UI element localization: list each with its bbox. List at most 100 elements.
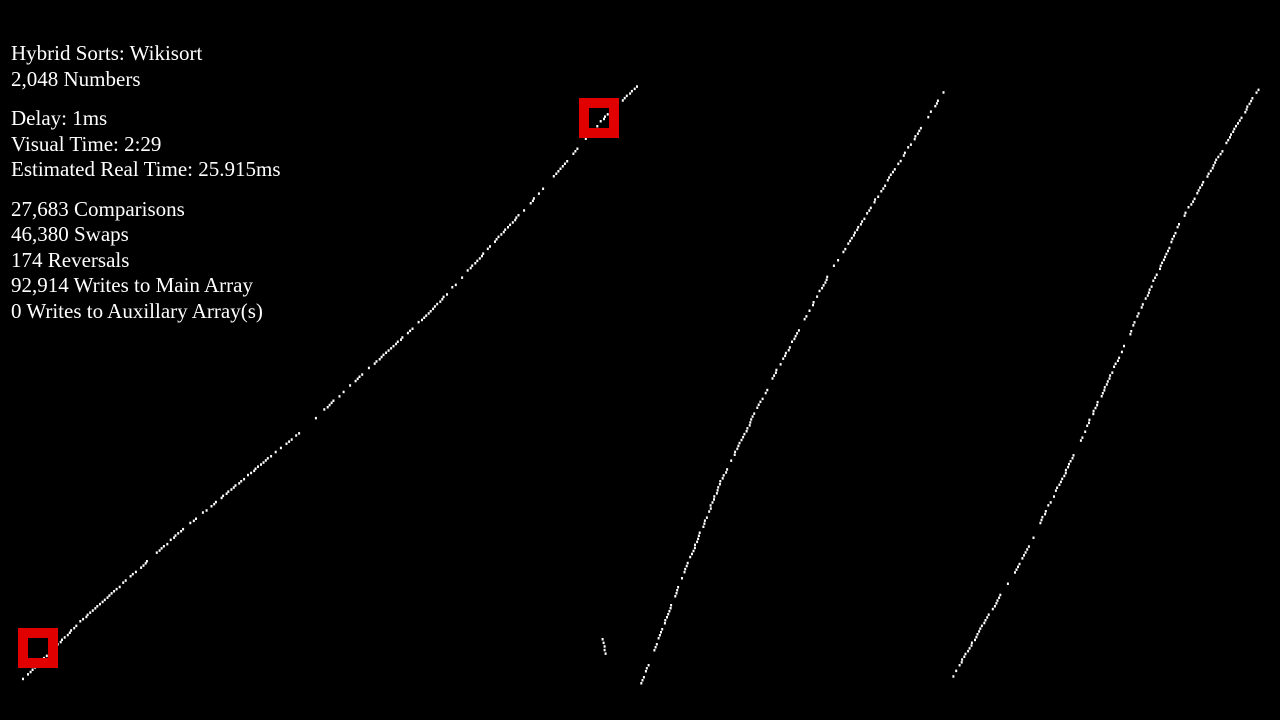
array-element-dot xyxy=(623,96,626,100)
array-element-dot xyxy=(563,162,566,165)
array-element-dot xyxy=(1123,344,1125,348)
array-element-dot xyxy=(1021,557,1024,560)
array-element-dot xyxy=(1141,303,1144,306)
array-element-dot xyxy=(295,434,298,437)
array-element-dot xyxy=(725,471,728,474)
array-element-dot xyxy=(509,223,512,227)
array-element-dot xyxy=(976,633,979,636)
array-element-dot xyxy=(693,546,696,550)
array-element-dot xyxy=(1240,116,1243,120)
array-element-dot xyxy=(115,587,118,591)
array-element-dot xyxy=(1209,169,1212,173)
array-element-dot xyxy=(708,510,711,513)
array-element-dot xyxy=(230,488,233,491)
array-element-dot xyxy=(441,298,444,301)
array-element-dot xyxy=(749,421,752,424)
array-element-dot xyxy=(555,172,558,175)
array-element-dot xyxy=(140,566,143,569)
array-element-dot xyxy=(338,395,341,398)
array-element-dot xyxy=(1017,565,1019,569)
array-element-dot xyxy=(1244,111,1247,114)
array-element-dot xyxy=(963,655,966,658)
array-element-dot xyxy=(511,221,514,224)
array-element-dot xyxy=(852,234,855,237)
array-element-dot xyxy=(59,640,62,644)
array-element-dot xyxy=(454,283,457,287)
array-element-dot xyxy=(861,220,864,223)
array-element-dot xyxy=(1044,512,1047,516)
array-element-dot xyxy=(502,230,505,234)
array-element-dot xyxy=(784,354,787,358)
array-element-dot xyxy=(696,540,699,544)
array-element-dot xyxy=(1079,439,1082,442)
array-element-dot xyxy=(968,647,971,650)
array-element-dot xyxy=(782,357,785,360)
array-element-dot xyxy=(1155,273,1158,276)
array-element-dot xyxy=(401,336,404,339)
array-element-dot xyxy=(1233,127,1236,131)
array-element-dot xyxy=(247,473,249,477)
array-element-dot xyxy=(821,286,824,290)
array-element-dot xyxy=(1044,510,1047,513)
array-element-dot xyxy=(1235,124,1237,128)
array-element-dot xyxy=(713,495,716,498)
array-element-dot xyxy=(703,519,706,522)
array-element-dot xyxy=(189,521,192,525)
array-element-dot xyxy=(918,129,921,133)
array-element-dot xyxy=(557,170,560,173)
aux-writes-count: 0 Writes to Auxillary Array(s) xyxy=(11,298,263,323)
array-element-dot xyxy=(478,257,481,260)
array-element-dot xyxy=(1116,359,1119,362)
array-element-dot xyxy=(986,616,989,619)
array-element-dot xyxy=(1015,568,1018,571)
array-element-dot xyxy=(709,507,712,510)
array-element-dot xyxy=(736,447,739,451)
array-element-dot xyxy=(775,368,778,372)
array-element-dot xyxy=(63,636,66,639)
array-element-dot xyxy=(748,424,751,427)
array-element-dot xyxy=(1072,454,1075,457)
array-element-dot xyxy=(160,547,163,550)
array-element-dot xyxy=(1176,225,1179,229)
array-element-dot xyxy=(991,607,994,611)
array-element-dot xyxy=(888,176,891,179)
array-element-dot xyxy=(603,648,606,652)
array-element-dot xyxy=(812,303,814,307)
array-element-dot xyxy=(537,192,540,195)
array-element-dot xyxy=(1118,356,1121,360)
array-element-dot xyxy=(746,427,749,430)
array-element-dot xyxy=(1201,183,1204,187)
array-element-dot xyxy=(738,441,741,445)
array-element-dot xyxy=(1140,306,1143,309)
array-element-dot xyxy=(629,92,632,95)
array-element-dot xyxy=(103,598,106,602)
array-element-dot xyxy=(647,664,650,667)
array-element-dot xyxy=(1168,246,1171,250)
array-element-dot xyxy=(22,677,24,681)
array-element-dot xyxy=(1024,551,1027,554)
array-element-dot xyxy=(791,340,793,343)
array-element-dot xyxy=(279,446,282,450)
array-element-dot xyxy=(654,646,657,649)
array-element-dot xyxy=(469,266,472,270)
array-element-dot xyxy=(166,542,169,546)
array-element-dot xyxy=(641,679,644,682)
array-element-dot xyxy=(750,418,753,421)
array-element-dot xyxy=(603,117,605,121)
array-element-dot xyxy=(358,375,361,378)
array-element-dot xyxy=(177,532,180,535)
array-element-dot xyxy=(625,94,628,98)
array-element-dot xyxy=(683,570,686,574)
array-element-dot xyxy=(425,314,428,317)
array-element-dot xyxy=(1130,330,1133,333)
array-element-dot xyxy=(880,190,883,193)
array-element-dot xyxy=(162,545,165,548)
array-element-dot xyxy=(332,399,335,402)
array-element-dot xyxy=(1081,436,1084,439)
array-element-dot xyxy=(698,531,701,534)
array-element-dot xyxy=(667,613,670,616)
array-element-dot xyxy=(1144,297,1147,300)
array-element-dot xyxy=(684,567,687,571)
array-element-dot xyxy=(108,594,111,597)
array-element-dot xyxy=(974,638,976,642)
